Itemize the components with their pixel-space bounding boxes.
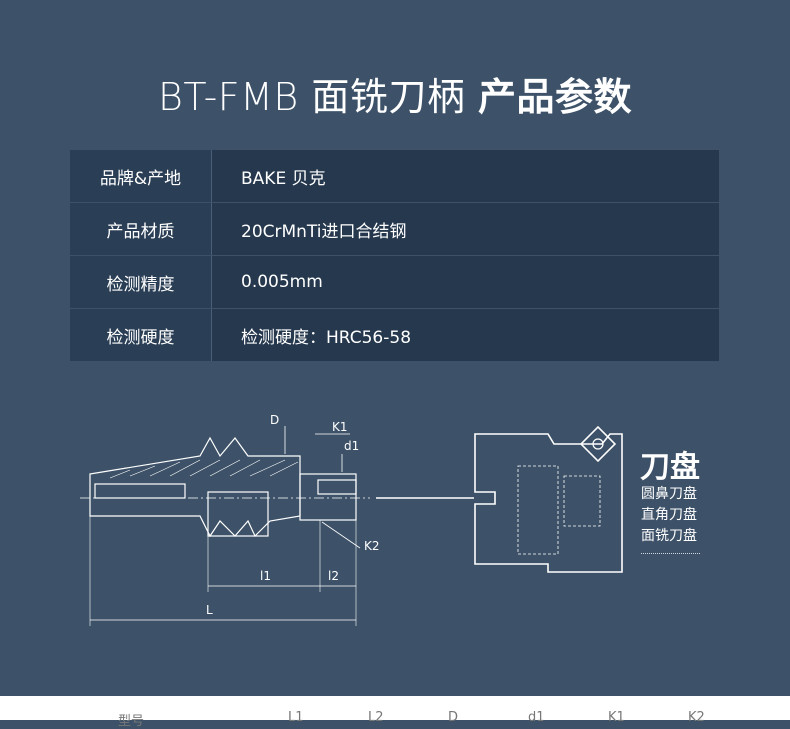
label-l1: l1	[260, 569, 271, 583]
label-L: L	[206, 603, 213, 617]
list-item: 面铣刀盘	[641, 528, 697, 544]
label-l2: l2	[328, 569, 339, 583]
flange	[207, 491, 269, 537]
cutter-inner	[517, 465, 559, 555]
spec-value: 20CrMnTi进口合结钢	[211, 202, 719, 256]
dotted-divider	[641, 553, 700, 554]
insert	[579, 425, 617, 463]
dim-line-K2	[321, 521, 361, 549]
spec-value: 检测硬度：HRC56-58	[211, 308, 719, 361]
table-row: 检测硬度 检测硬度：HRC56-58	[70, 308, 719, 361]
cutter-disc	[474, 433, 623, 573]
col-header-L2: L2	[368, 710, 384, 725]
taper-body	[89, 436, 301, 538]
col-header-K1: K1	[608, 710, 625, 725]
spec-key: 检测精度	[70, 255, 212, 309]
hatch-lines	[109, 459, 299, 479]
cutter-slot	[563, 475, 601, 527]
list-item: 圆鼻刀盘	[641, 486, 697, 502]
spec-key: 检测硬度	[70, 308, 212, 361]
col-header-K2: K2	[688, 710, 705, 725]
title-strong: 产品参数	[478, 75, 633, 119]
col-header-D: D	[448, 710, 459, 725]
spec-key: 产品材质	[70, 202, 212, 256]
insert-screw	[592, 438, 604, 450]
spindle-nose	[299, 473, 357, 521]
spec-value: BAKE 贝克	[211, 150, 719, 203]
cutter-type-list: 圆鼻刀盘 直角刀盘 面铣刀盘	[641, 484, 697, 547]
page-title: BT-FMB 面铣刀柄 产品参数	[0, 66, 790, 121]
table-row: 检测精度 0.005mm	[70, 255, 719, 309]
pilot	[317, 479, 357, 495]
table-row: 产品材质 20CrMnTi进口合结钢	[70, 202, 719, 256]
label-D: D	[270, 413, 279, 427]
col-header-L1: L1	[288, 710, 304, 725]
col-header-d1: d1	[528, 710, 545, 725]
spec-key: 品牌&产地	[70, 150, 212, 203]
spec-table: 品牌&产地 BAKE 贝克 产品材质 20CrMnTi进口合结钢 检测精度 0.…	[70, 150, 719, 361]
title-main: BT-FMB 面铣刀柄	[157, 75, 466, 119]
label-d1: d1	[344, 439, 359, 453]
cutter-title: 刀盘	[640, 450, 700, 485]
label-K1: K1	[332, 420, 348, 434]
tool-holder-drawing: D K1 d1 K2 l1 l2 L	[80, 413, 623, 626]
list-item: 直角刀盘	[641, 507, 697, 523]
model-table-header: 型号 L1 L2 D d1 K1 K2	[0, 696, 790, 729]
spec-value: 0.005mm	[211, 255, 719, 309]
table-row: 品牌&产地 BAKE 贝克	[70, 150, 719, 203]
inner-bore	[94, 483, 186, 499]
label-K2: K2	[364, 539, 380, 553]
